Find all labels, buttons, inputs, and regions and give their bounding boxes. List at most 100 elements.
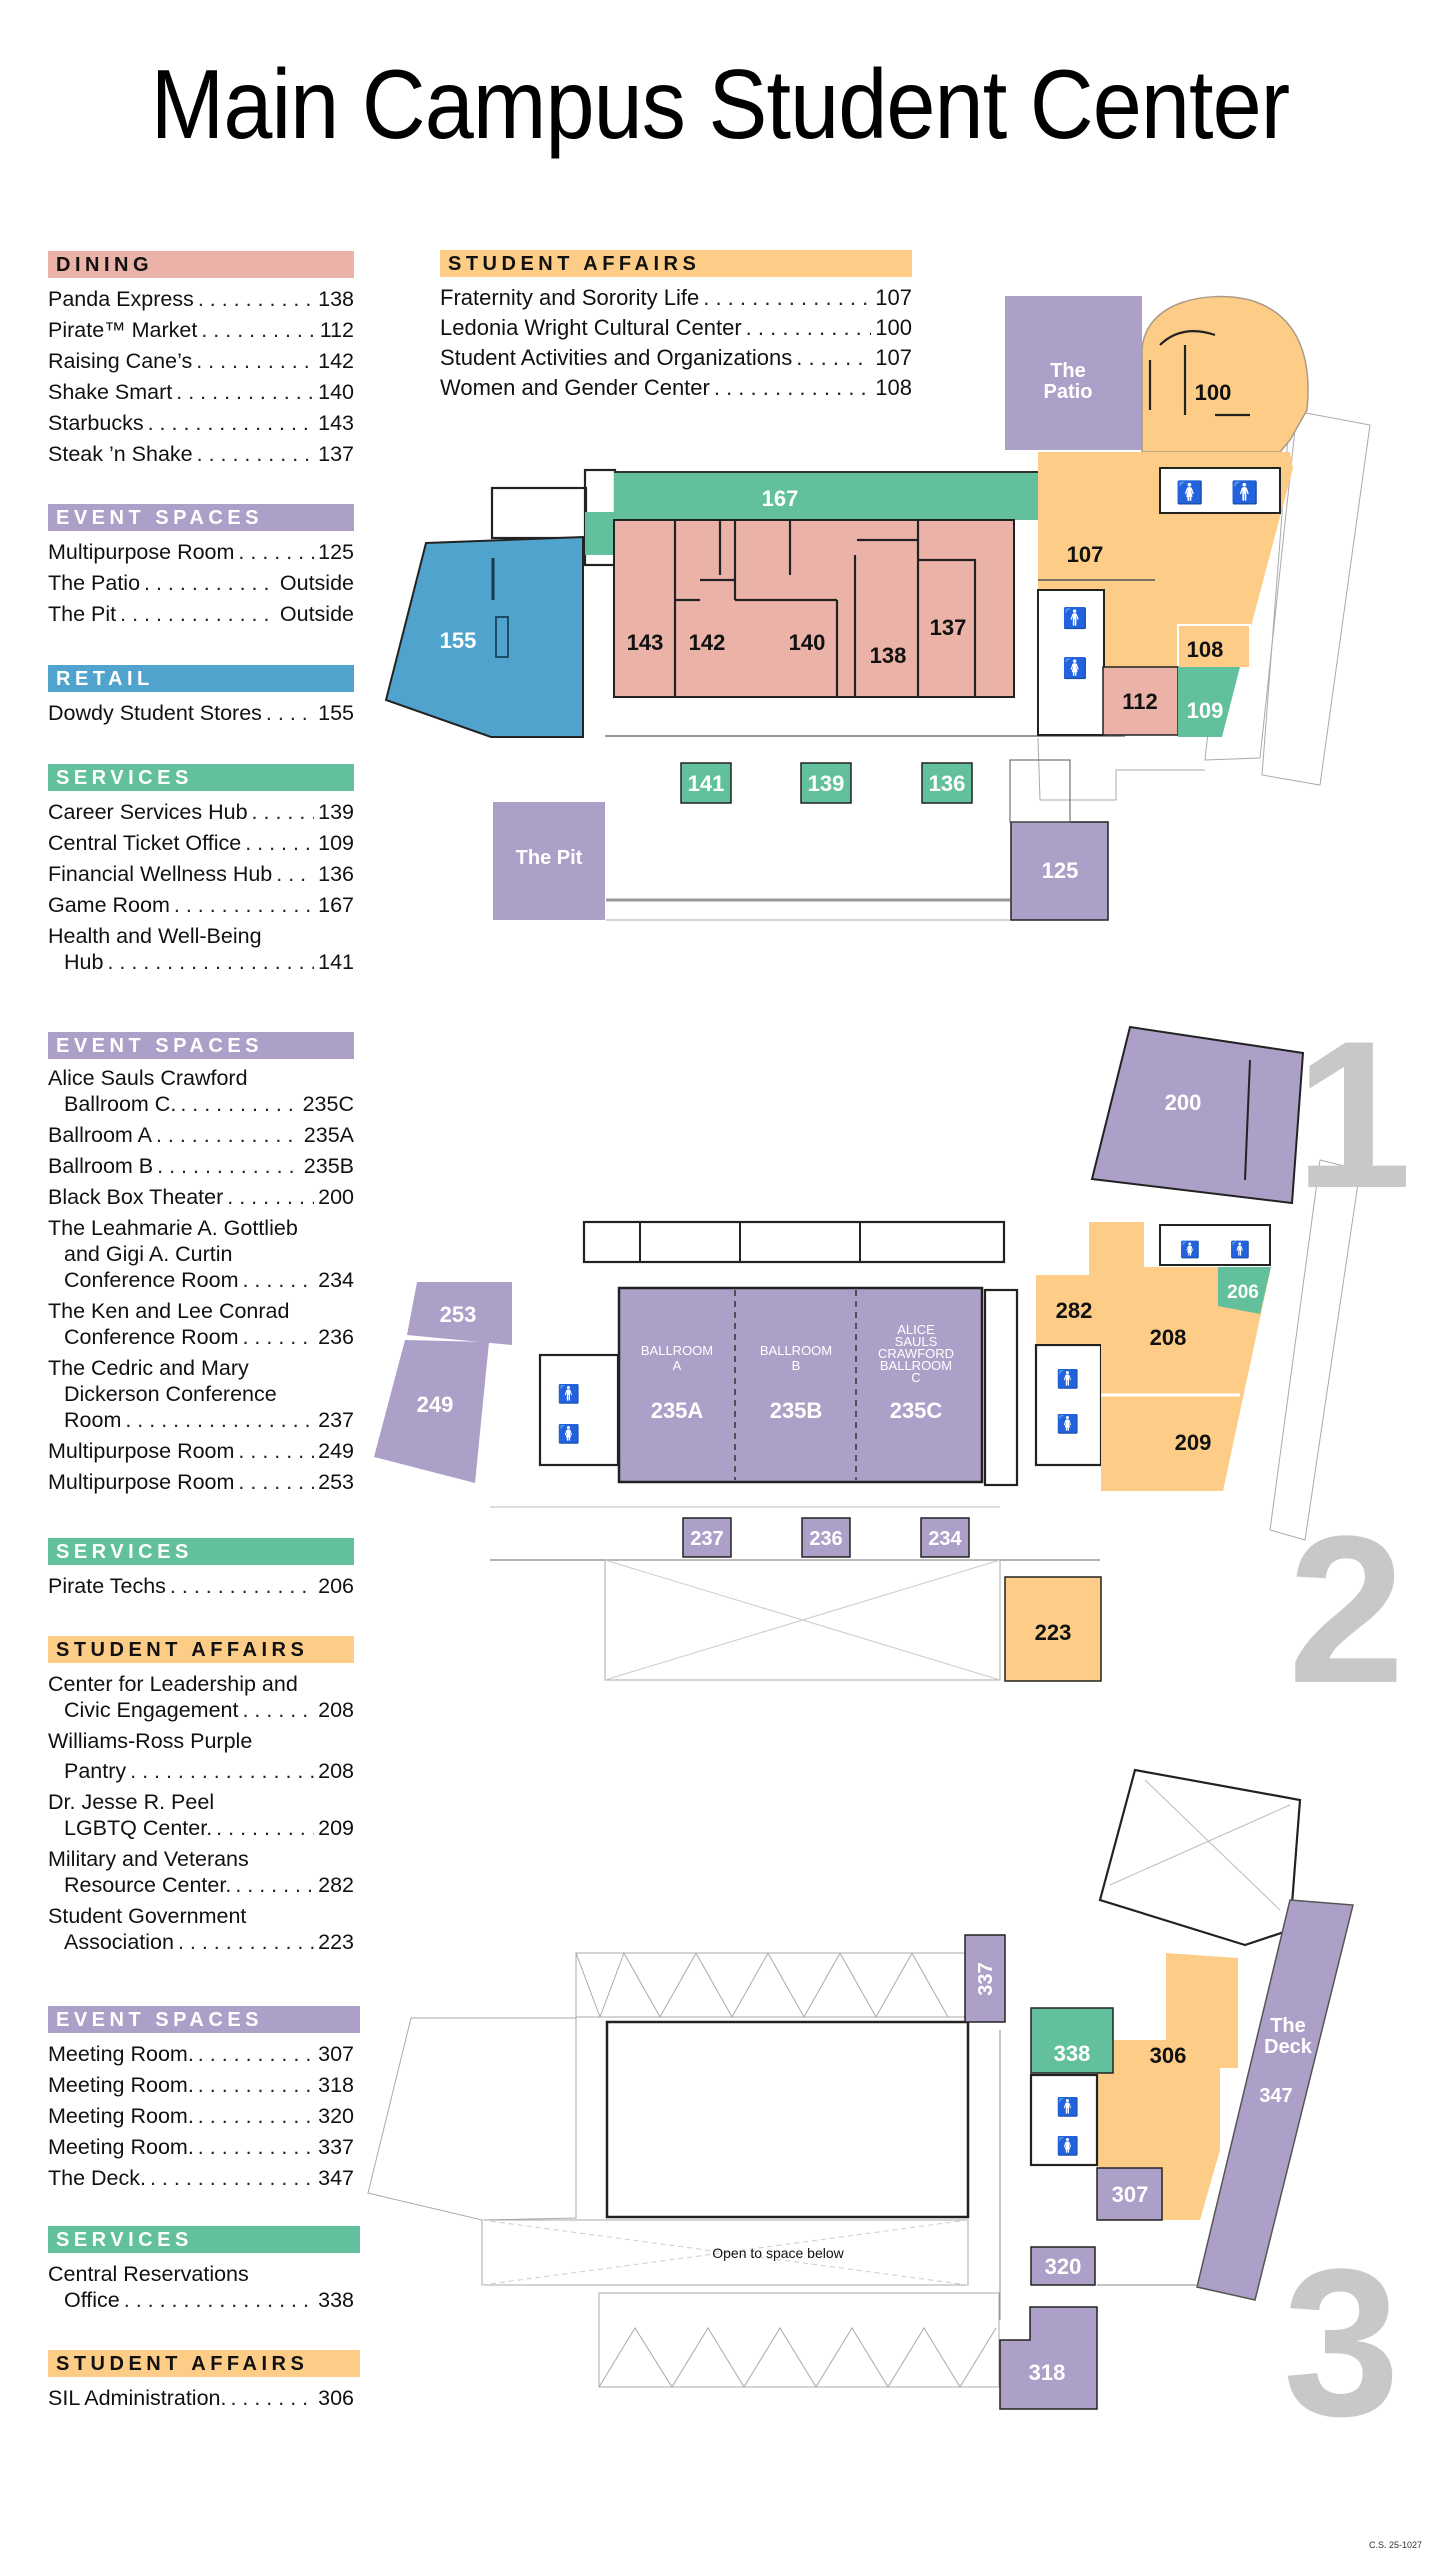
room-139[interactable] xyxy=(800,762,852,804)
list-item[interactable]: Raising Cane’s142 xyxy=(48,348,354,374)
room-253[interactable] xyxy=(407,1282,512,1345)
room-235c[interactable]: ALICE SAULS CRAWFORD BALLROOM C 235C xyxy=(878,1322,954,1423)
room-236[interactable] xyxy=(801,1517,851,1558)
list-item[interactable]: The PatioOutside xyxy=(48,570,354,596)
room-141[interactable] xyxy=(680,762,732,804)
list-item[interactable]: Career Services Hub139 xyxy=(48,799,354,825)
room-307[interactable] xyxy=(1096,2167,1163,2221)
label-deck-line1: The xyxy=(1270,2015,1306,2037)
label-125: 125 xyxy=(1042,858,1079,883)
list-item[interactable]: Meeting Room.307 xyxy=(48,2041,354,2067)
room-235a[interactable]: BALLROOM A 235A xyxy=(641,1343,713,1423)
document-code: C.S. 25-1027 xyxy=(1368,2540,1422,2550)
room-200[interactable] xyxy=(1090,1025,1305,1205)
svg-text:BALLROOM: BALLROOM xyxy=(760,1343,832,1358)
list-item[interactable]: Financial Wellness Hub136 xyxy=(48,861,354,887)
floor-number-2: 2 xyxy=(1288,1492,1405,1727)
room-206[interactable] xyxy=(1218,1267,1271,1314)
room-235b[interactable]: BALLROOM B 235B xyxy=(760,1343,832,1423)
room-the-pit[interactable] xyxy=(493,802,605,920)
list-item[interactable]: Student Activities and Organizations107 xyxy=(440,345,912,371)
svg-text:235C: 235C xyxy=(890,1398,943,1423)
list-item[interactable]: Student GovernmentAssociation223 xyxy=(48,1903,354,1955)
list-item[interactable]: Williams-Ross PurplePantry208 xyxy=(48,1728,354,1784)
room-249[interactable] xyxy=(374,1340,489,1483)
section-header-services: SERVICES xyxy=(48,2226,360,2253)
list-item[interactable]: The Deck.347 xyxy=(48,2165,354,2191)
list-item[interactable]: SIL Administration.306 xyxy=(48,2385,354,2411)
svg-text:235A: 235A xyxy=(651,1398,704,1423)
label-112: 112 xyxy=(1122,689,1158,714)
label-307: 307 xyxy=(1112,2182,1149,2207)
list-item[interactable]: Women and Gender Center108 xyxy=(440,375,912,401)
list-item[interactable]: Meeting Room.320 xyxy=(48,2103,354,2129)
list-item[interactable]: Game Room167 xyxy=(48,892,354,918)
floor1-restroom-north xyxy=(1159,467,1281,514)
room-347-the-deck[interactable] xyxy=(1196,1899,1354,2301)
dining-block xyxy=(614,520,1014,697)
list-item[interactable]: Central Ticket Office109 xyxy=(48,830,354,856)
list-item[interactable]: Central ReservationsOffice338 xyxy=(48,2261,354,2313)
list-item[interactable]: Multipurpose Room253 xyxy=(48,1469,354,1495)
svg-text:BALLROOM: BALLROOM xyxy=(880,1358,952,1373)
list-item[interactable]: Ledonia Wright Cultural Center100 xyxy=(440,315,912,341)
list-item[interactable]: Shake Smart140 xyxy=(48,379,354,405)
section-header-services: SERVICES xyxy=(48,1538,354,1565)
floor3-restrooms xyxy=(1029,2073,1099,2167)
room-306[interactable] xyxy=(1097,1953,1238,2220)
list-item[interactable]: Fraternity and Sorority Life107 xyxy=(440,285,912,311)
floor-number-1: 1 xyxy=(1295,997,1412,1232)
list-item[interactable]: Multipurpose Room249 xyxy=(48,1438,354,1464)
list-item[interactable]: Starbucks143 xyxy=(48,410,354,436)
room-109[interactable] xyxy=(1178,667,1240,737)
room-155[interactable] xyxy=(384,535,584,738)
list-item[interactable]: Meeting Room.337 xyxy=(48,2134,354,2160)
room-237[interactable] xyxy=(682,1517,732,1558)
svg-text:ALICE: ALICE xyxy=(897,1322,935,1337)
svg-text:BALLROOM: BALLROOM xyxy=(641,1343,713,1358)
floor3-theater-shell xyxy=(1098,1768,1302,1947)
room-320[interactable] xyxy=(1030,2246,1096,2286)
label-208: 208 xyxy=(1150,1325,1187,1350)
restroom-men-icon: 🚹 xyxy=(1057,1368,1079,1389)
list-item[interactable]: Multipurpose Room125 xyxy=(48,539,354,565)
room-338[interactable] xyxy=(1030,2007,1114,2074)
page-title: Main Campus Student Center xyxy=(150,49,1290,159)
room-167[interactable] xyxy=(585,472,1038,555)
list-item[interactable]: Pirate Techs206 xyxy=(48,1573,354,1599)
room-125[interactable] xyxy=(1010,821,1109,921)
room-136[interactable] xyxy=(921,762,973,804)
label-155: 155 xyxy=(440,628,477,653)
room-234[interactable] xyxy=(920,1517,970,1558)
list-item[interactable]: Dowdy Student Stores155 xyxy=(48,700,354,726)
room-the-patio[interactable] xyxy=(1005,296,1142,450)
restroom-men-icon: 🚹 xyxy=(1063,606,1088,630)
list-item[interactable]: Meeting Room.318 xyxy=(48,2072,354,2098)
list-item[interactable]: Steak ’n Shake137 xyxy=(48,441,354,467)
room-337[interactable] xyxy=(964,1934,1006,2023)
list-item[interactable]: Panda Express138 xyxy=(48,286,354,312)
room-318[interactable] xyxy=(999,2306,1098,2410)
list-item[interactable]: Pirate™ Market112 xyxy=(48,317,354,343)
list-item[interactable]: The PitOutside xyxy=(48,601,354,627)
room-108[interactable] xyxy=(1177,624,1251,669)
room-223[interactable] xyxy=(1004,1576,1102,1682)
list-item[interactable]: Black Box Theater200 xyxy=(48,1184,354,1210)
room-112[interactable] xyxy=(1102,666,1179,736)
label-142: 142 xyxy=(689,630,726,655)
list-item[interactable]: Health and Well-Being Hub141 xyxy=(48,923,354,975)
label-206: 206 xyxy=(1227,1282,1259,1303)
room-100[interactable] xyxy=(1141,295,1309,453)
floor2-restrooms-east xyxy=(1034,1343,1103,1467)
restroom-men-icon: 🚹 xyxy=(1231,480,1258,505)
